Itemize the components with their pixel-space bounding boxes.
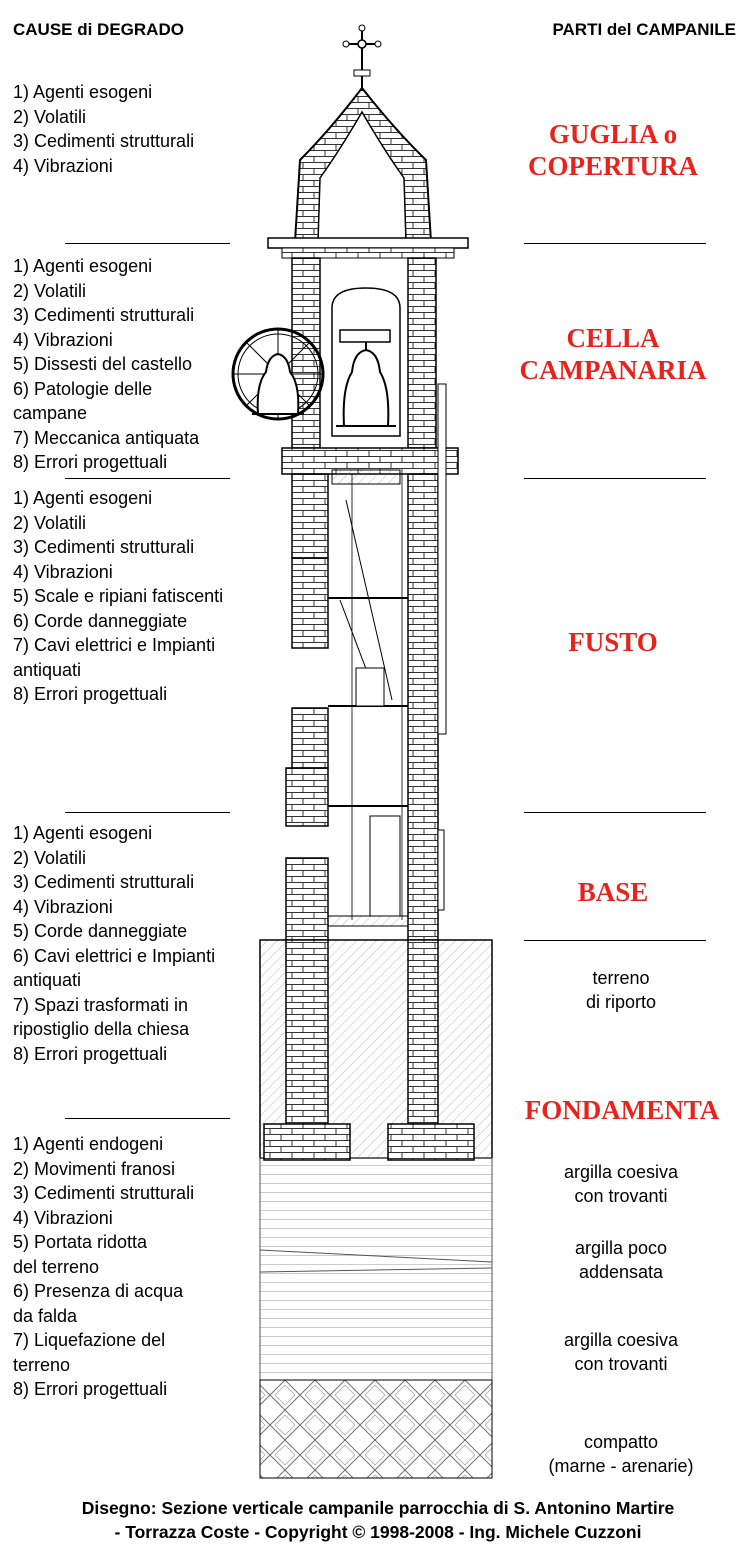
parts-header: PARTI del CAMPANILE bbox=[552, 20, 736, 39]
cause-item: antiquati bbox=[13, 970, 82, 990]
divider-left bbox=[65, 243, 230, 244]
cause-item: antiquati bbox=[13, 659, 82, 680]
cause-item: ripostiglio della chiesa bbox=[13, 1019, 190, 1039]
causes-list-fusto: 1) Agenti esogeni 2) Volatili 3) Cedimen… bbox=[13, 486, 223, 707]
divider-left bbox=[65, 1118, 230, 1119]
cause-item: 3) Cedimenti strutturali bbox=[13, 872, 195, 892]
cause-item: 2) Volatili bbox=[13, 280, 87, 301]
divider-left bbox=[65, 812, 230, 813]
cause-item: terreno bbox=[13, 1354, 71, 1375]
soil-label-argilla-3: argilla coesiva con trovanti bbox=[516, 1328, 726, 1376]
cause-item: 6) Corde danneggiate bbox=[13, 610, 188, 631]
cause-item: 6) Patologie delle bbox=[13, 378, 153, 399]
part-cella: CELLA CAMPANARIA bbox=[496, 322, 730, 386]
soil-label-riporto: terreno di riporto bbox=[516, 966, 726, 1014]
soil-label-line: argilla poco bbox=[574, 1238, 668, 1258]
cause-item: 8) Errori progettuali bbox=[13, 1043, 168, 1064]
causes-list-base: 1) Agenti esogeni 2) Volatili 3) Cedimen… bbox=[13, 821, 215, 1066]
cause-item: 2) Volatili bbox=[13, 512, 87, 533]
cause-item: campane bbox=[13, 403, 88, 423]
divider-right bbox=[524, 243, 706, 244]
cause-item: 4) Vibrazioni bbox=[13, 329, 113, 350]
cause-item: 3) Cedimenti strutturali bbox=[13, 305, 195, 325]
cause-item: 5) Dissesti del castello bbox=[13, 354, 193, 374]
cause-item: da falda bbox=[13, 1305, 78, 1326]
soil-label-argilla-1: argilla coesiva con trovanti bbox=[516, 1160, 726, 1208]
cause-item: 4) Vibrazioni bbox=[13, 1207, 113, 1228]
cause-item: 5) Corde danneggiate bbox=[13, 921, 188, 941]
cause-item: 2) Volatili bbox=[13, 106, 87, 127]
caption-line: Disegno: Sezione verticale campanile par… bbox=[81, 1498, 675, 1518]
cause-item: 7) Liquefazione del bbox=[13, 1330, 166, 1350]
cause-item: 1) Agenti esogeni bbox=[13, 488, 153, 508]
cause-item: 8) Errori progettuali bbox=[13, 684, 168, 704]
soil-label-line: argilla coesiva bbox=[563, 1330, 679, 1350]
causes-list-guglia: 1) Agenti esogeni 2) Volatili 3) Cedimen… bbox=[13, 80, 194, 178]
cause-item: del terreno bbox=[13, 1256, 100, 1277]
cause-item: 8) Errori progettuali bbox=[13, 452, 168, 472]
part-label-line: FUSTO bbox=[568, 627, 658, 657]
divider-left bbox=[65, 478, 230, 479]
soil-label-line: di riporto bbox=[585, 992, 657, 1012]
cause-item: 1) Agenti esogeni bbox=[13, 82, 153, 102]
part-label-line: CELLA bbox=[566, 323, 660, 353]
bell-wheel bbox=[231, 327, 325, 421]
cause-item: 7) Meccanica antiquata bbox=[13, 427, 200, 448]
cause-item: 6) Cavi elettrici e Impianti bbox=[13, 945, 216, 966]
cause-item: 2) Volatili bbox=[13, 847, 87, 868]
soil-label-line: con trovanti bbox=[574, 1186, 668, 1206]
causes-list-fondamenta: 1) Agenti endogeni 2) Movimenti franosi … bbox=[13, 1132, 194, 1402]
part-label-line: FONDAMENTA bbox=[524, 1095, 720, 1125]
cause-item: 7) Cavi elettrici e Impianti bbox=[13, 635, 216, 655]
cause-item: 3) Cedimenti strutturali bbox=[13, 537, 195, 557]
cause-item: 5) Portata ridotta bbox=[13, 1232, 148, 1252]
soil-label-line: argilla coesiva bbox=[563, 1162, 679, 1182]
caption-line: - Torrazza Coste - Copyright © 1998-2008… bbox=[114, 1522, 642, 1542]
soil-label-line: (marne - arenarie) bbox=[548, 1456, 694, 1476]
cause-item: 5) Scale e ripiani fatiscenti bbox=[13, 586, 224, 606]
cause-item: 4) Vibrazioni bbox=[13, 896, 113, 917]
causes-header: CAUSE di DEGRADO bbox=[13, 20, 184, 39]
soil-label-line: compatto bbox=[583, 1432, 659, 1452]
soil-label-line: con trovanti bbox=[574, 1354, 668, 1374]
divider-right bbox=[524, 940, 706, 941]
part-label-line: GUGLIA o bbox=[548, 119, 678, 149]
cause-item: 7) Spazi trasformati in bbox=[13, 994, 189, 1015]
divider-right bbox=[524, 478, 706, 479]
soil-layers bbox=[259, 939, 493, 1479]
part-base: BASE bbox=[496, 876, 730, 908]
cause-item: 4) Vibrazioni bbox=[13, 155, 113, 176]
cause-item: 6) Presenza di acqua bbox=[13, 1281, 184, 1301]
soil-label-line: addensata bbox=[578, 1262, 664, 1282]
part-fondamenta: FONDAMENTA bbox=[500, 1094, 744, 1126]
spire bbox=[293, 24, 433, 243]
part-label-line: COPERTURA bbox=[527, 151, 699, 181]
divider-right bbox=[524, 812, 706, 813]
cause-item: 8) Errori progettuali bbox=[13, 1379, 168, 1399]
cause-item: 2) Movimenti franosi bbox=[13, 1158, 176, 1179]
cause-item: 1) Agenti esogeni bbox=[13, 823, 153, 843]
drawing-caption: Disegno: Sezione verticale campanile par… bbox=[0, 1496, 756, 1544]
cause-item: 1) Agenti esogeni bbox=[13, 256, 153, 276]
part-label-line: CAMPANARIA bbox=[519, 355, 707, 385]
foundation bbox=[263, 939, 475, 1161]
cause-item: 4) Vibrazioni bbox=[13, 561, 113, 582]
cause-item: 1) Agenti endogeni bbox=[13, 1134, 164, 1154]
soil-label-argilla-2: argilla poco addensata bbox=[516, 1236, 726, 1284]
cause-item: 3) Cedimenti strutturali bbox=[13, 1183, 195, 1203]
soil-label-line: terreno bbox=[592, 968, 650, 988]
shaft bbox=[285, 383, 447, 941]
causes-list-cella: 1) Agenti esogeni 2) Volatili 3) Cedimen… bbox=[13, 254, 199, 475]
part-fusto: FUSTO bbox=[496, 626, 730, 658]
soil-label-compatto: compatto (marne - arenarie) bbox=[516, 1430, 726, 1478]
bell-inside bbox=[336, 329, 396, 427]
cause-item: 3) Cedimenti strutturali bbox=[13, 131, 195, 151]
part-guglia: GUGLIA o COPERTURA bbox=[496, 118, 730, 182]
part-label-line: BASE bbox=[577, 877, 649, 907]
